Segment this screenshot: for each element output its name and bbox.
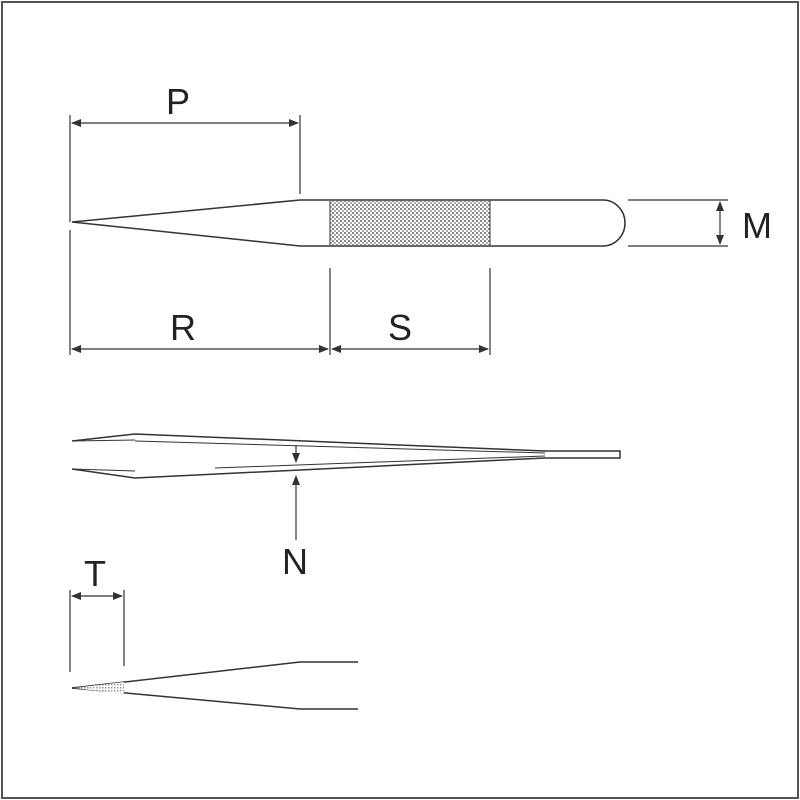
- tweezer-tip-detail: [71, 661, 358, 710]
- tweezer-side-view: [71, 433, 621, 479]
- label-p: P: [166, 81, 191, 122]
- label-n: N: [282, 541, 308, 582]
- dimension-s: [331, 268, 491, 355]
- dimension-r: [69, 230, 331, 355]
- dimension-m: [628, 199, 728, 247]
- label-s: S: [388, 307, 413, 348]
- grip-knurling: [330, 201, 490, 245]
- tip-grip-serration: [74, 682, 124, 694]
- dimension-t: [69, 590, 125, 672]
- label-r: R: [170, 307, 196, 348]
- label-m: M: [742, 205, 772, 246]
- dimension-p: [69, 115, 301, 222]
- label-t: T: [84, 553, 106, 594]
